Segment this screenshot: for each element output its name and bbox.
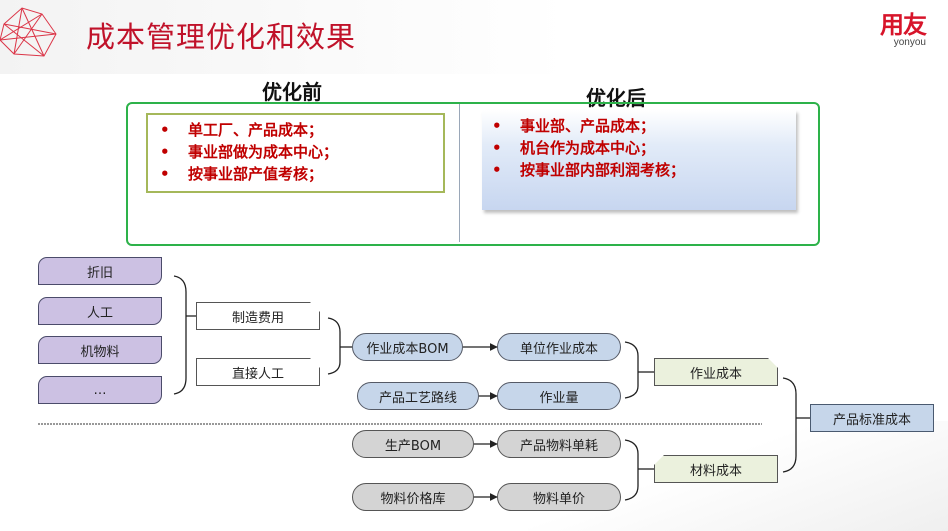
brand-name-en: yonyou bbox=[893, 37, 926, 48]
list-item: • 事业部做为成本中心； bbox=[158, 141, 338, 163]
activity-volume-node: 作业量 bbox=[497, 382, 621, 410]
activity-bom-node: 作业成本BOM bbox=[352, 333, 463, 361]
bullet-icon: • bbox=[160, 143, 170, 161]
material-price-db-node: 物料价格库 bbox=[352, 483, 474, 511]
material-unit-price-node: 物料单价 bbox=[497, 483, 621, 511]
brand-name-cn: 用友 bbox=[880, 11, 927, 39]
list-item-text: 机台作为成本中心； bbox=[520, 139, 656, 157]
material-cost-node: 材料成本 bbox=[654, 455, 778, 483]
source-labor: 人工 bbox=[38, 297, 162, 325]
list-item: • 机台作为成本中心； bbox=[490, 137, 685, 159]
list-item: • 单工厂、产品成本； bbox=[158, 119, 338, 141]
activity-cost-node: 作业成本 bbox=[654, 358, 778, 386]
bullet-icon: • bbox=[492, 161, 502, 179]
production-bom-node: 生产BOM bbox=[352, 430, 474, 458]
manufacturing-overhead-node: 制造费用 bbox=[196, 302, 320, 330]
source-materials: 机物料 bbox=[38, 336, 162, 364]
list-item: • 按事业部产值考核； bbox=[158, 163, 338, 185]
logo-mesh-icon bbox=[0, 7, 57, 57]
comparison-divider bbox=[459, 104, 460, 242]
list-item-text: 事业部做为成本中心； bbox=[188, 143, 339, 161]
list-item: • 按事业部内部利润考核； bbox=[490, 159, 685, 181]
unit-activity-cost-node: 单位作业成本 bbox=[497, 333, 621, 361]
source-more: … bbox=[38, 376, 162, 404]
list-item-text: 单工厂、产品成本； bbox=[188, 121, 324, 139]
source-depreciation: 折旧 bbox=[38, 257, 162, 285]
direct-labor-node: 直接人工 bbox=[196, 358, 320, 386]
after-panel bbox=[482, 110, 796, 210]
bullet-icon: • bbox=[492, 117, 502, 135]
list-item-text: 按事业部产值考核； bbox=[188, 165, 324, 183]
material-usage-node: 产品物料单耗 bbox=[497, 430, 621, 458]
header-band bbox=[0, 0, 948, 74]
after-list: • 事业部、产品成本； • 机台作为成本中心； • 按事业部内部利润考核； bbox=[490, 115, 685, 181]
process-route-node: 产品工艺路线 bbox=[357, 382, 479, 410]
brand-logo: 用友 yonyou bbox=[880, 11, 927, 48]
bullet-icon: • bbox=[160, 165, 170, 183]
bullet-icon: • bbox=[492, 139, 502, 157]
before-list: • 单工厂、产品成本； • 事业部做为成本中心； • 按事业部产值考核； bbox=[158, 119, 338, 185]
product-standard-cost-node: 产品标准成本 bbox=[810, 404, 934, 432]
after-heading: 优化后 bbox=[586, 86, 646, 110]
list-item-text: 事业部、产品成本； bbox=[520, 117, 656, 135]
before-heading: 优化前 bbox=[262, 80, 322, 104]
bullet-icon: • bbox=[160, 121, 170, 139]
page-title: 成本管理优化和效果 bbox=[86, 20, 357, 54]
comparison-frame bbox=[126, 102, 820, 246]
before-panel bbox=[146, 113, 445, 193]
list-item-text: 按事业部内部利润考核； bbox=[520, 161, 686, 179]
list-item: • 事业部、产品成本； bbox=[490, 115, 685, 137]
